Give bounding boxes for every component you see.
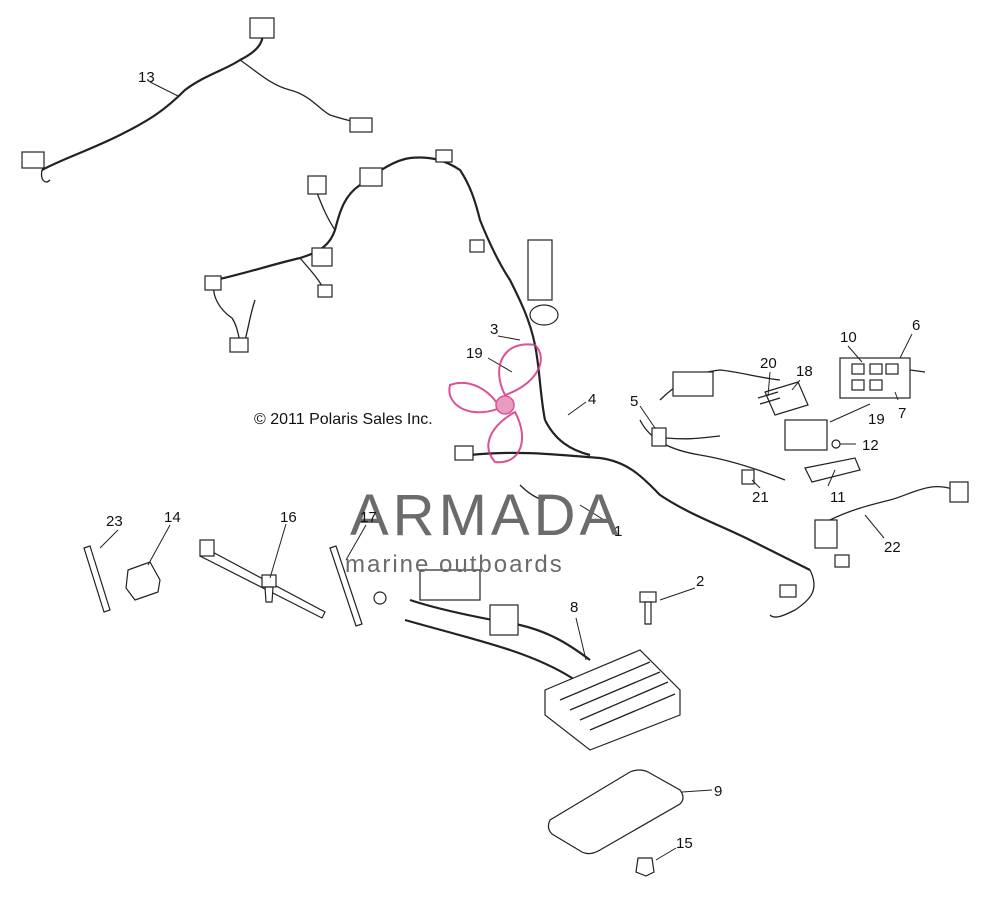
parts-right-cluster bbox=[651, 357, 926, 485]
regulator-8 bbox=[373, 569, 681, 751]
callout-2: 2 bbox=[696, 573, 704, 590]
brand-tagline: marine outboards bbox=[345, 551, 564, 578]
callout-5: 5 bbox=[630, 393, 638, 410]
callout-16: 16 bbox=[280, 509, 297, 526]
clip-14 bbox=[125, 561, 161, 601]
callout-15: 15 bbox=[676, 835, 693, 852]
cable-tie-17 bbox=[329, 545, 363, 627]
callout-20: 20 bbox=[760, 355, 777, 372]
callout-8: 8 bbox=[570, 599, 578, 616]
callout-13: 13 bbox=[138, 69, 155, 86]
callout-6: 6 bbox=[912, 317, 920, 334]
callout-7: 7 bbox=[898, 405, 906, 422]
callout-19-left: 19 bbox=[466, 345, 483, 362]
leader-lines bbox=[99, 81, 913, 861]
callout-18: 18 bbox=[796, 363, 813, 380]
callout-17: 17 bbox=[360, 509, 377, 526]
callout-22: 22 bbox=[884, 539, 901, 556]
callout-1: 1 bbox=[614, 523, 622, 540]
brand-name: ARMADA bbox=[350, 483, 622, 548]
callout-12: 12 bbox=[862, 437, 879, 454]
callout-3: 3 bbox=[490, 321, 498, 338]
harness-main bbox=[454, 369, 969, 618]
callout-19-right: 19 bbox=[868, 411, 885, 428]
callout-23: 23 bbox=[106, 513, 123, 530]
cable-tie-16 bbox=[199, 539, 326, 619]
nut-15 bbox=[635, 857, 655, 877]
callout-4: 4 bbox=[588, 391, 596, 408]
callout-14: 14 bbox=[164, 509, 181, 526]
cover-plate-9 bbox=[547, 769, 684, 855]
bolt-2 bbox=[639, 591, 657, 625]
copyright-text: © 2011 Polaris Sales Inc. bbox=[254, 411, 433, 428]
callout-9: 9 bbox=[714, 783, 722, 800]
cable-tie-23 bbox=[83, 545, 111, 613]
harness-13 bbox=[21, 17, 373, 183]
harness-upper bbox=[204, 149, 559, 421]
callout-10: 10 bbox=[840, 329, 857, 346]
callout-11: 11 bbox=[830, 489, 846, 506]
propeller-logo bbox=[448, 343, 542, 464]
callout-labels: 1 2 3 4 5 6 7 8 9 10 11 12 13 14 15 16 1… bbox=[106, 69, 920, 852]
armada-watermark: ARMADA marine outboards bbox=[345, 343, 622, 578]
callout-21: 21 bbox=[752, 489, 769, 506]
